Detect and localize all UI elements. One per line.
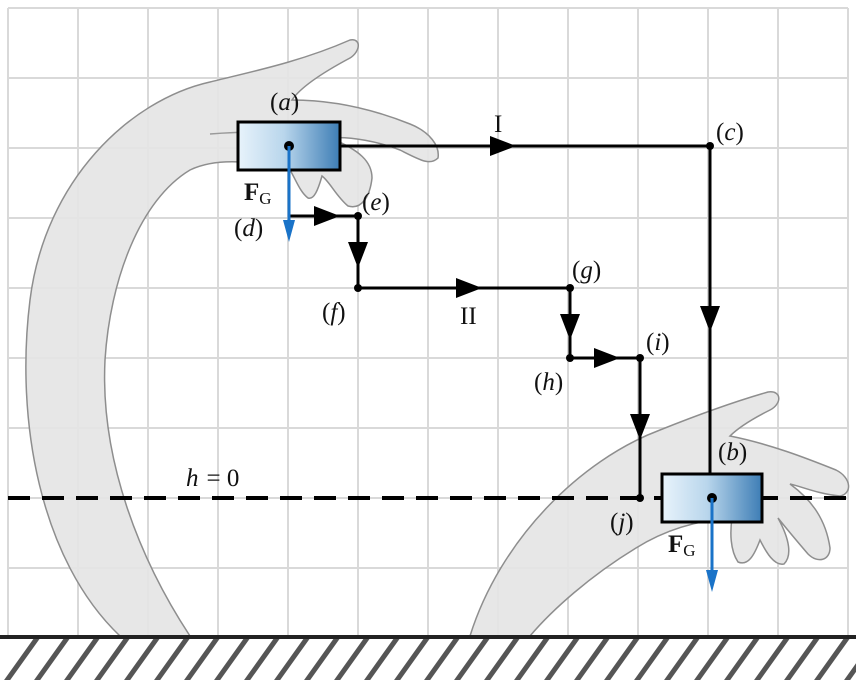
arrow-path-i-horizontal [490, 136, 516, 156]
arrow-h-i [594, 348, 620, 368]
reference-level-label: h= 0 [186, 465, 239, 492]
arrow-e-f [348, 242, 368, 268]
force-arrow-b [706, 498, 718, 592]
point-label-h: (h) [534, 369, 563, 396]
path-i [340, 144, 712, 474]
force-label-a: FG [244, 179, 272, 208]
point-label-f: (f) [322, 299, 346, 326]
point-label-g: (g) [572, 257, 601, 284]
point-label-j: (j) [610, 509, 634, 536]
point-label-d: (d) [234, 215, 263, 242]
upper-hand [25, 39, 439, 637]
force-label-b: FG [668, 531, 696, 560]
point-label-i: (i) [646, 329, 670, 356]
path-i-label: I [494, 111, 502, 138]
point-label-b: (b) [718, 439, 747, 466]
svg-text:h= 0: h= 0 [186, 465, 239, 492]
arrow-i-j [630, 414, 650, 440]
point-label-c: (c) [716, 119, 744, 146]
arrow-path-i-vertical [700, 306, 720, 332]
svg-text:FG: FG [244, 179, 272, 208]
arrow-f-g [456, 278, 482, 298]
point-label-e: (e) [362, 189, 390, 216]
path-vertices [354, 142, 714, 502]
ground [0, 635, 856, 680]
force-arrow-a [283, 146, 295, 242]
lower-hand [468, 391, 850, 637]
arrow-d-e [314, 206, 340, 226]
path-ii-label: II [460, 303, 477, 330]
svg-text:FG: FG [668, 531, 696, 560]
arrow-g-h [560, 314, 580, 340]
point-label-a: (a) [270, 89, 299, 116]
